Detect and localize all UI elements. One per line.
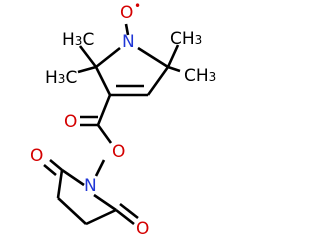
bond-c-upper-ch2 <box>56 169 64 199</box>
oxyl-oxygen-label: O <box>120 3 133 23</box>
bond-c2-methyl-lower <box>77 65 97 74</box>
bond-c2-c3 <box>94 66 112 96</box>
bond-imide-co-lower <box>115 208 135 226</box>
molecule-structure-diagram: O • N H3C H3C CH3 CH3 O O N O O <box>30 0 216 239</box>
bond-carbonyl-ester-o <box>96 124 113 144</box>
bond-c4-c5 <box>146 66 170 96</box>
left-methyl-upper-label: H3C <box>62 30 94 50</box>
bond-imide-co-upper <box>49 159 63 171</box>
bond-imide-co-lower-double <box>119 202 139 220</box>
bond-c5-methyl-upper <box>166 44 180 68</box>
bond-n1-c2 <box>95 46 121 69</box>
ester-oxygen-label: O <box>112 142 125 162</box>
carbonyl-oxygen-label: O <box>64 112 77 132</box>
right-methyl-lower-label: CH3 <box>184 66 216 86</box>
bond-c3-carbonyl-c <box>96 94 112 126</box>
bond-n1-c5 <box>137 46 169 69</box>
right-methyl-upper-label: CH3 <box>170 29 202 49</box>
bond-n-c-lower <box>93 193 117 212</box>
left-methyl-lower-label: H3C <box>45 68 77 88</box>
bond-ch2-c-lower <box>85 208 117 226</box>
radical-dot: • <box>134 0 141 13</box>
bond-imide-co-upper-double <box>43 164 57 176</box>
succinimide-nitrogen-label: N <box>84 176 97 196</box>
bonds <box>43 23 181 226</box>
atom-labels: O • N H3C H3C CH3 CH3 O O N O O <box>30 0 216 239</box>
bond-c2-methyl-upper <box>78 45 98 68</box>
imide-oxygen-upper-label: O <box>30 146 43 166</box>
bond-n-c-upper <box>61 168 85 187</box>
bond-c5-methyl-lower <box>167 65 181 73</box>
bond-ester-o-n <box>94 159 106 177</box>
bond-n1-o <box>124 23 130 36</box>
imide-oxygen-lower-label: O <box>136 219 149 239</box>
pyrroline-nitrogen-label: N <box>122 32 135 52</box>
bond-ch2-ch2 <box>57 197 87 225</box>
